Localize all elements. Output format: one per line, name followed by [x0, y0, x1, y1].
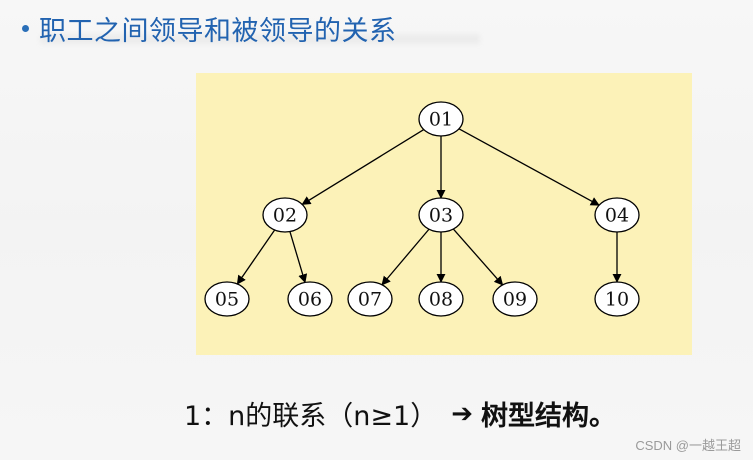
- tree-edges: [236, 128, 622, 286]
- edge-01-02: [301, 129, 425, 205]
- bullet-icon: [22, 24, 29, 32]
- page-title: 职工之间领导和被领导的关系: [39, 15, 397, 47]
- caption: 1：n的联系（n≥1） ➔ 树型结构。: [184, 394, 616, 433]
- edge-02-06: [289, 231, 308, 284]
- node-label: 07: [358, 289, 382, 311]
- node-label: 04: [605, 205, 629, 227]
- node-03: 03: [418, 197, 464, 233]
- node-08: 08: [418, 281, 464, 317]
- node-01: 01: [418, 101, 464, 137]
- node-05: 05: [204, 281, 250, 317]
- title-row: 职工之间领导和被领导的关系: [22, 8, 397, 48]
- title-shadow: [40, 34, 480, 44]
- node-label: 02: [273, 205, 297, 227]
- node-ellipse: [594, 281, 640, 317]
- edge-03-09: [452, 228, 504, 286]
- edge-02-05: [236, 229, 276, 285]
- node-10: 10: [594, 281, 640, 317]
- node-ellipse: [492, 281, 538, 317]
- node-ellipse: [418, 197, 464, 233]
- watermark: CSDN @一越王超: [635, 438, 741, 453]
- right-arrow-icon: ➔: [451, 398, 474, 429]
- node-ellipse: [204, 281, 250, 317]
- node-ellipse: [418, 281, 464, 317]
- node-ellipse: [347, 281, 393, 317]
- node-label: 06: [298, 289, 322, 311]
- node-label: 08: [429, 289, 453, 311]
- tree-nodes: 01 02 03 04 05 06 07 08 09 10: [204, 101, 640, 317]
- node-label: 03: [429, 205, 453, 227]
- node-ellipse: [262, 197, 308, 233]
- node-ellipse: [287, 281, 333, 317]
- node-ellipse: [418, 101, 464, 137]
- node-09: 09: [492, 281, 538, 317]
- node-label: 05: [215, 289, 239, 311]
- tree-diagram: 01 02 03 04 05 06 07 08 09 10: [204, 101, 640, 317]
- caption-text: 1：n的联系（n≥1）: [184, 401, 438, 432]
- node-07: 07: [347, 281, 393, 317]
- edge-01-04: [458, 128, 600, 206]
- node-06: 06: [287, 281, 333, 317]
- node-label: 10: [605, 289, 629, 311]
- node-02: 02: [262, 197, 308, 233]
- edge-03-07: [381, 228, 430, 286]
- node-04: 04: [594, 197, 640, 233]
- node-label: 01: [429, 109, 453, 131]
- caption-conclusion: 树型结构。: [481, 401, 617, 432]
- node-label: 09: [503, 289, 527, 311]
- node-ellipse: [594, 197, 640, 233]
